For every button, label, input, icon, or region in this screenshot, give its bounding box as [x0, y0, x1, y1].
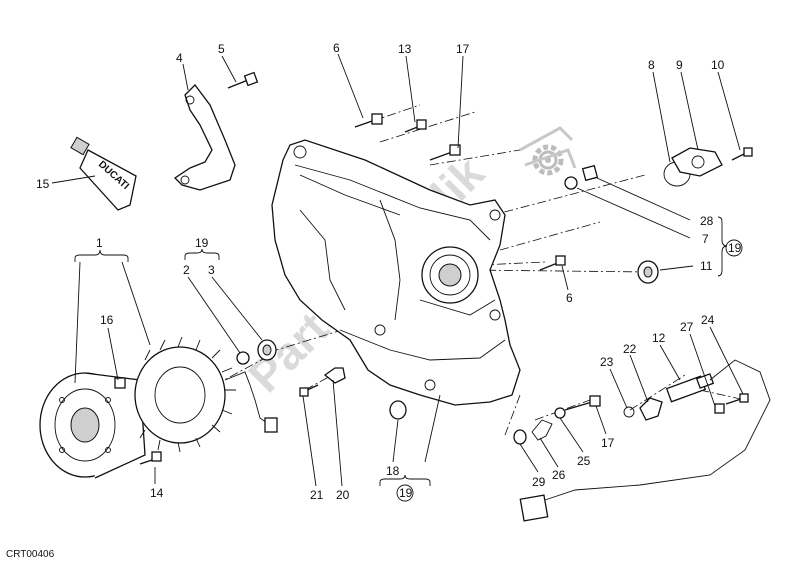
generator-cover [271, 139, 521, 406]
callout-22: 22 [623, 342, 637, 356]
cable-clamp [323, 367, 346, 384]
dowel-pin [389, 400, 407, 420]
bolt [404, 119, 427, 133]
speed-sensor [665, 373, 715, 403]
leader-lines [51, 53, 744, 487]
plug [581, 164, 599, 182]
callout-3: 3 [208, 263, 215, 277]
bolt [227, 71, 259, 89]
washer [564, 176, 578, 190]
screw [725, 393, 749, 405]
callout-23: 23 [600, 355, 614, 369]
cover-plate [671, 147, 723, 177]
callout-2: 2 [183, 263, 190, 277]
callout-26: 26 [552, 468, 566, 482]
sensor-bracket [639, 397, 663, 421]
callout-labels: 4 5 6 13 17 8 9 10 15 28 7 19 11 6 1 19 … [36, 41, 742, 502]
sensor-cable [544, 359, 771, 501]
logo-rays [519, 126, 577, 169]
washer [554, 407, 566, 419]
callout-18: 18 [386, 464, 400, 478]
callout-25: 25 [577, 454, 591, 468]
callout-4: 4 [176, 51, 183, 65]
callout-17-lower: 17 [601, 436, 615, 450]
callout-21: 21 [310, 488, 324, 502]
bolt [354, 113, 383, 128]
callout-19-bottom: 19 [399, 486, 413, 500]
bolt [539, 255, 566, 271]
callout-12: 12 [652, 331, 666, 345]
callout-16: 16 [100, 313, 114, 327]
callout-19-right: 19 [728, 241, 742, 255]
spacer [513, 429, 527, 445]
stator [134, 336, 278, 453]
bolt [139, 451, 162, 465]
bracket [173, 84, 236, 191]
group-bracket-19-bottom [379, 474, 431, 486]
callout-27: 27 [680, 320, 694, 334]
callout-28: 28 [700, 214, 714, 228]
callout-6-lower: 6 [566, 291, 573, 305]
drawing-code: CRT00406 [6, 549, 55, 560]
screw [731, 147, 753, 161]
callout-20: 20 [336, 488, 350, 502]
callout-5: 5 [218, 42, 225, 56]
screw [299, 384, 319, 397]
circlip [236, 351, 250, 365]
cable-connector [519, 494, 549, 522]
flywheel-rotor [39, 372, 146, 479]
washer [714, 403, 725, 414]
callout-13: 13 [398, 42, 412, 56]
callout-9: 9 [676, 58, 683, 72]
callout-17: 17 [456, 42, 470, 56]
callout-8: 8 [648, 58, 655, 72]
o-ring [623, 406, 635, 418]
group-bracket-19-top [184, 248, 220, 260]
screw [114, 377, 126, 389]
callout-6: 6 [333, 41, 340, 55]
circled-19-right [725, 239, 743, 257]
callout-14: 14 [150, 486, 164, 500]
callout-10: 10 [711, 58, 725, 72]
circled-19-bottom [396, 484, 414, 502]
callout-1: 1 [96, 236, 103, 250]
callout-19-top: 19 [195, 236, 209, 250]
bolt [564, 395, 601, 411]
group-bracket-1 [74, 249, 129, 262]
callout-24: 24 [701, 313, 715, 327]
group-brace-19-right [717, 216, 728, 277]
callout-15: 15 [36, 177, 50, 191]
callout-29: 29 [532, 475, 546, 489]
bolt [429, 144, 461, 161]
callout-7: 7 [702, 232, 709, 246]
sealant-tube: DUCATI [70, 136, 137, 211]
wire-clip [531, 419, 553, 441]
callout-11: 11 [700, 259, 713, 273]
